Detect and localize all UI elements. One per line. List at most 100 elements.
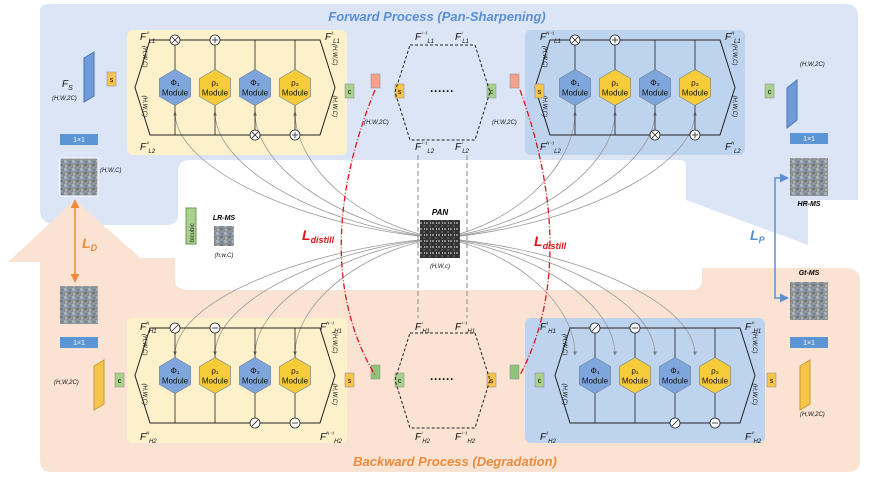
fwd-block-last-module-rho2-symbol: ρ₂ xyxy=(691,79,699,88)
feature-FL1_N: FᴺL1 xyxy=(725,31,741,45)
bwd-block-last-module-phi2-word: Module xyxy=(662,377,689,386)
lr-upsampled-image-bottom xyxy=(60,286,98,324)
feature-FL2_i: FⁱL2 xyxy=(455,141,470,155)
fwd-block-last-module-phi1-word: Module xyxy=(562,89,589,98)
ld-label: LD xyxy=(82,235,98,253)
fwd-block-last-op-top-1-mark xyxy=(571,36,579,44)
fwd-block-last-module-phi1-symbol: Φ₁ xyxy=(570,79,579,88)
op-c-bwd-mid xyxy=(394,372,405,388)
fwd-block-last-shape-r2: (H,W,C) xyxy=(731,96,737,117)
bwd-block-first-op-bot-1-mark xyxy=(251,419,259,427)
op-s-bwd-in-label: s xyxy=(770,378,774,385)
feature-FH2_0: F⁰H2 xyxy=(745,431,762,445)
bwd-block-last-module-rho2-word: Module xyxy=(702,377,729,386)
fwd-block-last-op-bot-1-mark xyxy=(651,131,659,139)
fwd-block-first-shape-l1: (H,W,C) xyxy=(141,46,147,67)
conv-1x1-top-right xyxy=(790,133,828,144)
pan-curve-bottom-2 xyxy=(253,237,441,356)
fwd-block-first-module-rho1-symbol: ρ₁ xyxy=(211,79,219,88)
fwd-block-first-module-phi1-word: Module xyxy=(162,89,189,98)
bwd-block-first-outline xyxy=(134,327,336,424)
forward-middle-block xyxy=(394,44,491,141)
bwd-block-first-module-phi1-symbol: Φ₁ xyxy=(170,367,179,376)
bicubic-label: bicubic xyxy=(190,223,196,242)
feature-FL1_1: F¹L1 xyxy=(325,32,340,45)
fwd-block-first-outline xyxy=(134,39,336,136)
conv-1x1-bottom-left-label: 1×1 xyxy=(73,340,85,347)
op-c-fwd-out-label: c xyxy=(768,89,772,96)
pan-image xyxy=(420,220,460,258)
feature-FH1_1: F¹H1 xyxy=(540,322,556,335)
distill-curves xyxy=(340,89,551,376)
pan-curve-bottom-5 xyxy=(439,237,617,356)
forward-block-first xyxy=(127,30,347,155)
lr-ms-shape: (h,w,C) xyxy=(214,253,233,259)
fwd-block-first-module-rho2-symbol: ρ₂ xyxy=(291,79,299,88)
in-img-shape: (H,W,C) xyxy=(100,168,121,174)
op-c-fwd-1-label: c xyxy=(348,89,352,96)
conv-1x1-bottom-left xyxy=(60,337,98,348)
fwd-block-last-module-rho1-symbol: ρ₁ xyxy=(611,79,619,88)
fwd-block-first-module-phi2-word: Module xyxy=(242,89,269,98)
op-c-fwd-1 xyxy=(344,83,355,99)
conv-1x1-bottom-right-label: 1×1 xyxy=(803,340,815,347)
bwd-block-last-shape-r2: (H,W,C) xyxy=(751,384,757,405)
feature-FH2_im1: Fⁱ⁻¹H2 xyxy=(455,431,476,445)
bottom-left-shape: (H,W,2C) xyxy=(54,380,79,386)
pan-curve-bottom-6 xyxy=(439,237,657,356)
op-c-bwd-last xyxy=(534,372,545,388)
feature-FL1_Nm1: Fᴺ⁻¹L1 xyxy=(540,31,561,45)
fs-label: FS xyxy=(62,79,73,92)
feature-FL2_N: FᴺL2 xyxy=(725,141,741,155)
distill-left-label: Ldistill xyxy=(302,227,335,245)
bwd-block-first-module-phi2-word: Module xyxy=(242,377,269,386)
lp-label: LP xyxy=(750,227,766,245)
gt-ms-image xyxy=(790,282,828,320)
feature-FH1_0: F⁰H1 xyxy=(745,321,761,335)
fwd-block-first-op-bot-1-mark xyxy=(251,131,259,139)
bwd-block-last-op-top-1-mark xyxy=(591,324,599,332)
feat-fwd-mid-1 xyxy=(370,73,381,89)
hr-ms-image xyxy=(790,158,828,196)
bwd-block-last-module-phi2-symbol: Φ₂ xyxy=(670,367,680,376)
bwd-block-last-module-phi1-symbol: Φ₁ xyxy=(590,367,599,376)
pan-label: PAN xyxy=(432,208,449,217)
bwd-block-last-shape-l2: (H,W,C) xyxy=(561,384,567,405)
feature-FH2_Nm1: Fᴺ⁻¹H2 xyxy=(320,431,342,445)
bwd-block-first-module-rho1-symbol: ρ₁ xyxy=(211,367,219,376)
op-c-fwd-mid xyxy=(486,83,497,99)
bwd-block-last-module-phi1-word: Module xyxy=(582,377,609,386)
fwd-block-last-module-rho1-word: Module xyxy=(602,89,629,98)
bwd-block-first-module-phi2-symbol: Φ₂ xyxy=(250,367,260,376)
feature-FL2_im1: Fⁱ⁻¹L2 xyxy=(415,141,435,155)
bwd-block-last-shape-l1: (H,W,C) xyxy=(561,334,567,355)
fs-shape: (H,W,2C) xyxy=(52,96,77,102)
feat-bwd-mid-1 xyxy=(370,364,381,380)
op-c-bwd-out-label: c xyxy=(118,378,122,385)
op-c-bwd-last-label: c xyxy=(538,378,542,385)
fwd-block-first-shape-l2: (H,W,C) xyxy=(141,96,147,117)
conv-1x1-bottom-right xyxy=(790,337,828,348)
feature-FH2_i: FⁱH2 xyxy=(415,431,431,445)
cat-shape-top: (H,W,2C) xyxy=(364,120,389,126)
backward-middle-block xyxy=(394,332,491,429)
fwd-block-first-module-rho1-word: Module xyxy=(202,89,229,98)
bwd-block-first-module-phi1-word: Module xyxy=(162,377,189,386)
feat-bwd-mid-2 xyxy=(509,364,520,380)
fwd-block-last-shape-l2: (H,W,C) xyxy=(541,96,547,117)
pan-curve-bottom-0 xyxy=(173,237,441,356)
forward-dots: ······ xyxy=(430,84,454,98)
feature-FH1_Nm1: Fᴺ⁻¹H1 xyxy=(320,321,342,335)
lr-ms-image xyxy=(214,226,234,246)
fwd-block-last-module-rho2-word: Module xyxy=(682,89,709,98)
lp-arrow xyxy=(774,173,789,303)
op-s-fwd-mid-label: s xyxy=(398,89,402,96)
bwd-block-first-shape-l1: (H,W,C) xyxy=(141,334,147,355)
bwd-block-first-op-top-1-mark xyxy=(171,324,179,332)
bwd-block-last-op-bot-1-mark xyxy=(671,419,679,427)
bwd-block-last-outline xyxy=(554,327,756,424)
op-c-fwd-out xyxy=(764,83,775,99)
backward-block-first xyxy=(127,318,347,443)
bottom-left-feature xyxy=(93,359,105,411)
